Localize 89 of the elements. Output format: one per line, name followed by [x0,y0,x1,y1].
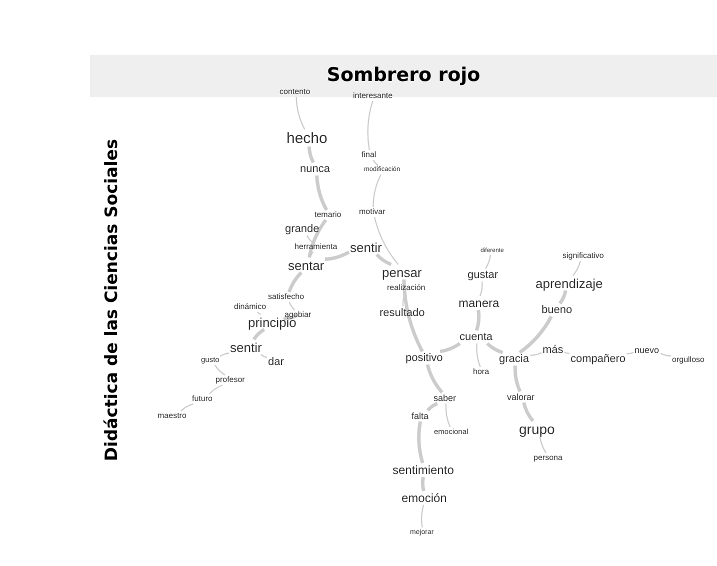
connector-line [296,96,306,130]
connector-line [660,352,672,356]
connector-line [420,476,426,492]
word-label: manera [458,297,500,309]
connector-line [417,421,424,464]
word-label: profesor [216,376,245,384]
word-label: orgulloso [672,356,704,364]
connector-line [306,235,312,242]
connector-line [530,352,542,356]
word-label: futuro [192,395,212,403]
connector-line [283,314,298,321]
connector-line [426,402,438,412]
connector-line [252,328,266,340]
word-label: hecho [286,130,328,146]
connector-line [402,279,424,352]
connector-line [324,250,350,262]
connector-line [310,252,314,258]
word-label: saber [434,394,456,402]
word-label: grande [285,224,320,234]
word-label: persona [534,454,562,462]
connector-line [372,160,378,166]
connector-line [426,364,444,394]
connector-line [539,436,547,454]
word-label: herramienta [294,243,338,251]
word-label: sentir [230,340,262,354]
word-label: nuevo [634,346,660,354]
word-label: positivo [406,352,443,364]
connector-line [513,365,522,392]
word-label: gracia [499,354,529,364]
connector-line [260,354,268,358]
word-label: nunca [300,164,330,174]
word-label: agobiar [284,311,312,319]
connector-line [522,402,534,422]
connector-line [564,352,570,354]
word-label: satisfecho [268,293,304,301]
word-label: sentimiento [392,464,454,476]
connector-line [256,312,262,316]
connector-line [214,364,226,376]
connector-line [476,343,481,368]
word-label: interesante [353,92,393,100]
title: Sombrero rojo [326,64,482,86]
word-label: sentar [288,258,324,272]
word-label: valorar [507,392,535,402]
word-label: gustar [468,270,498,280]
connector-line [440,342,461,354]
connector-line [479,281,483,296]
word-label: grupo [519,422,555,436]
word-label: maestro [158,412,186,420]
connector-line [374,216,399,265]
connector-line [220,352,230,357]
word-label: dar [268,356,284,368]
connector-line [420,504,424,528]
word-label: cuenta [460,332,493,342]
word-label: hora [473,368,490,376]
word-label: más [542,344,564,356]
connector-line [626,352,634,354]
word-label: motivar [359,208,386,216]
connector-line [180,403,194,412]
word-label: resultado [380,308,425,318]
word-label: pensar [382,266,422,278]
connector-line [376,253,392,266]
connector-line [486,342,504,354]
connector-line [307,146,315,164]
word-label: significativo [562,252,604,260]
word-label: temario [314,211,342,219]
connector-line [367,100,374,150]
connector-line [518,316,553,354]
connector-line [208,384,223,394]
word-label: aprendizaje [536,276,603,290]
word-label: realización [387,284,426,292]
connector-line [484,254,492,269]
connector-line [474,310,481,332]
word-label: sentir [350,240,382,254]
word-label: dinámico [234,303,266,311]
connector-line [288,302,296,310]
connector-line [372,174,382,208]
word-label: falta [412,412,429,420]
connector-line [558,290,568,305]
word-label: bueno [542,304,572,316]
word-label: final [362,151,376,159]
connector-line [315,175,328,211]
word-label: contento [280,88,310,96]
connector-line [445,403,451,428]
word-label: compañero [570,354,626,364]
connector-line [572,260,581,276]
connector-line [287,271,303,293]
connector-line [308,218,328,258]
axis-label: Didáctica de las Ciencias Sociales [102,138,122,462]
word-label: emoción [402,492,447,504]
